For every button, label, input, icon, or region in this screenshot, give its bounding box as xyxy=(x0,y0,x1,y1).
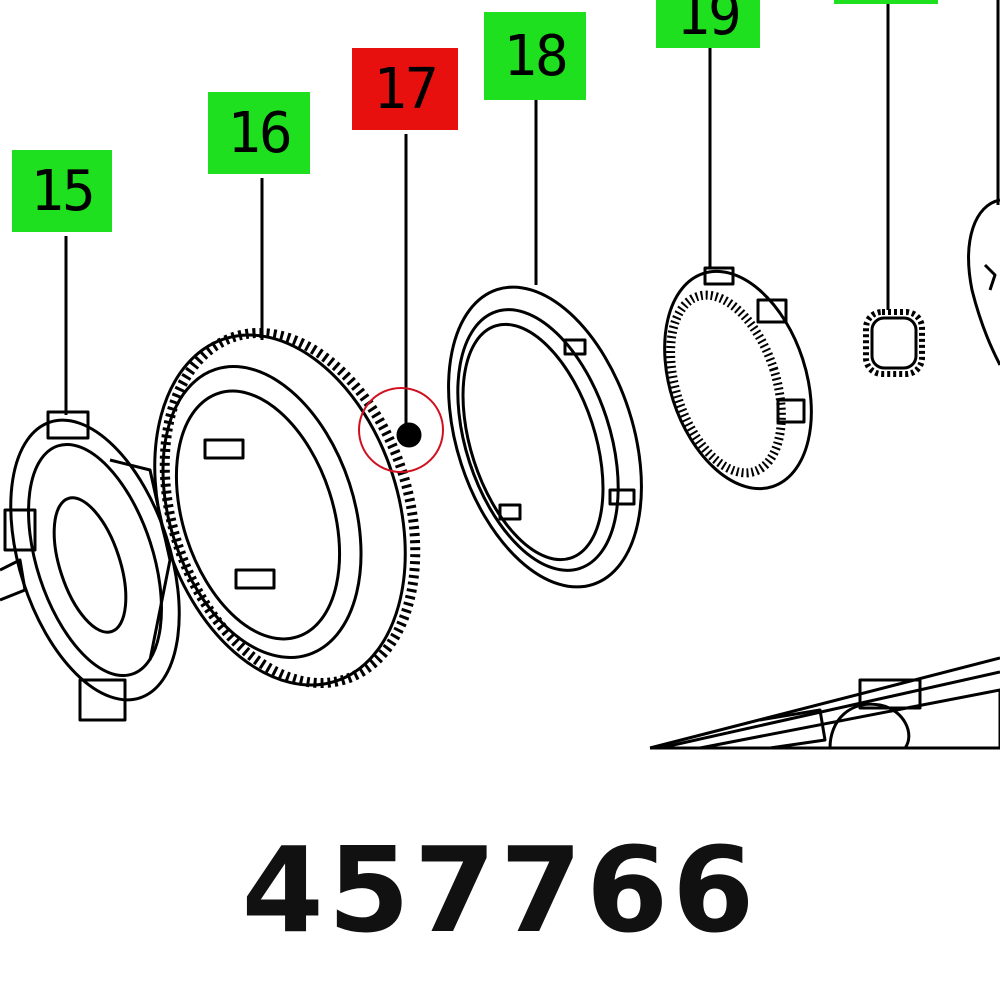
part-19-needle-ring xyxy=(663,266,813,491)
callout-label-19: 19 xyxy=(656,0,760,48)
part-18-ring xyxy=(447,285,643,589)
part-17-ball xyxy=(396,422,422,448)
part-21-housing xyxy=(967,198,1000,366)
part-17-highlight-circle xyxy=(358,387,444,473)
callout-label-16: 16 xyxy=(208,92,310,174)
callout-label-18: 18 xyxy=(484,12,586,100)
part-20-needle-bearing xyxy=(863,309,925,377)
callout-label-20 xyxy=(834,0,938,4)
shaft-assembly xyxy=(649,656,1000,750)
callout-label-15: 15 xyxy=(12,150,112,232)
exploded-parts-diagram xyxy=(0,0,1000,750)
callout-label-17: 17 xyxy=(352,48,458,130)
part-number: 457766 xyxy=(241,821,759,959)
